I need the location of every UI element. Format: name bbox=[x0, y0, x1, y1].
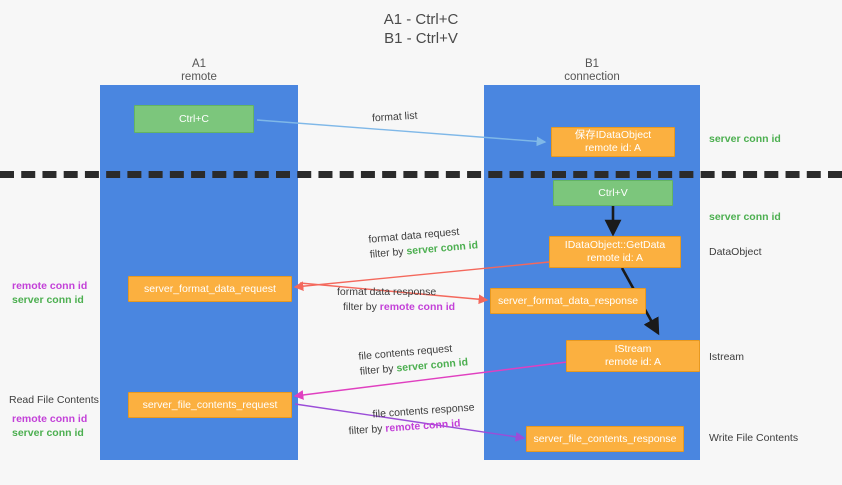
box-istream[interactable]: IStream remote id: A bbox=[566, 340, 700, 372]
filter-by-prefix: filter by bbox=[359, 362, 397, 378]
column-header-a1: A1 remote bbox=[100, 58, 298, 84]
edge-label-file-contents-request: file contents request filter by server c… bbox=[358, 340, 469, 379]
note-right-server-conn-id-top-text: server conn id bbox=[709, 133, 781, 145]
note-right-server-conn-id-mid: server conn id bbox=[709, 210, 781, 224]
note-right-dataobject-text: DataObject bbox=[709, 246, 762, 258]
box-save-idataobject-line1: 保存IDataObject bbox=[574, 129, 652, 141]
title-line-2: B1 - Ctrl+V bbox=[384, 30, 458, 47]
box-server-format-data-request-label: server_format_data_request bbox=[144, 282, 276, 295]
column-header-b1: B1 connection bbox=[484, 58, 700, 84]
remote-conn-id-token: remote conn id bbox=[379, 301, 456, 313]
edge-label-format-list-line1: format list bbox=[371, 109, 418, 125]
box-server-format-data-request[interactable]: server_format_data_request bbox=[128, 276, 292, 302]
diagram-title: A1 - Ctrl+C B1 - Ctrl+V bbox=[0, 10, 842, 48]
note-left-conn-id-pair-middle: remote conn id server conn id bbox=[12, 279, 87, 307]
note-left-read-file-contents: Read File Contents bbox=[9, 393, 99, 407]
box-idataobject-getdata[interactable]: IDataObject::GetData remote id: A bbox=[549, 236, 681, 268]
edge-label-format-data-response-line2: filter by remote conn id bbox=[343, 300, 455, 315]
edge-label-file-contents-response: file contents response filter by remote … bbox=[348, 400, 476, 437]
box-idataobject-getdata-line2: remote id: A bbox=[586, 252, 644, 264]
box-ctrl-c[interactable]: Ctrl+C bbox=[134, 105, 254, 133]
remote-conn-id-token: remote conn id bbox=[384, 417, 461, 435]
box-server-format-data-response-label: server_format_data_response bbox=[497, 294, 639, 307]
note-right-dataobject: DataObject bbox=[709, 245, 762, 259]
column-header-b1-name: B1 bbox=[584, 58, 600, 70]
note-right-write-file-contents-text: Write File Contents bbox=[709, 432, 799, 444]
edge-label-format-list: format list bbox=[372, 109, 418, 127]
note-left-remote-conn-id-mid: remote conn id bbox=[12, 280, 88, 292]
box-server-file-contents-response[interactable]: server_file_contents_response bbox=[526, 426, 684, 452]
edge-label-format-data-response-line1: format data response bbox=[337, 286, 437, 298]
note-right-server-conn-id-top: server conn id bbox=[709, 132, 781, 146]
note-right-server-conn-id-mid-text: server conn id bbox=[709, 211, 781, 223]
box-istream-line2: remote id: A bbox=[604, 356, 662, 368]
box-server-file-contents-response-label: server_file_contents_response bbox=[533, 432, 677, 445]
note-left-server-conn-id-mid: server conn id bbox=[12, 294, 84, 306]
filter-by-prefix: filter by bbox=[348, 422, 386, 438]
column-header-a1-name: A1 bbox=[191, 58, 207, 70]
box-istream-line1: IStream bbox=[614, 343, 652, 355]
edge-label-file-contents-response-line2: filter by remote conn id bbox=[348, 415, 476, 439]
box-ctrl-v[interactable]: Ctrl+V bbox=[553, 180, 673, 206]
filter-by-prefix: filter by bbox=[369, 245, 407, 261]
note-left-server-conn-id-bot: server conn id bbox=[12, 427, 84, 439]
note-left-read-file-contents-text: Read File Contents bbox=[9, 394, 99, 406]
column-header-a1-sub: remote bbox=[181, 71, 217, 83]
box-ctrl-c-label: Ctrl+C bbox=[178, 112, 210, 125]
column-header-b1-sub: connection bbox=[564, 71, 620, 83]
box-save-idataobject[interactable]: 保存IDataObject remote id: A bbox=[551, 127, 675, 157]
box-ctrl-v-label: Ctrl+V bbox=[598, 186, 628, 199]
note-right-write-file-contents: Write File Contents bbox=[709, 431, 798, 445]
filter-by-prefix: filter by bbox=[343, 301, 380, 313]
box-server-file-contents-request-label: server_file_contents_request bbox=[142, 398, 278, 411]
divider-dashed-line bbox=[0, 171, 842, 178]
note-right-istream-text: Istream bbox=[709, 351, 745, 363]
note-right-istream: Istream bbox=[709, 350, 744, 364]
edge-label-format-data-response: format data response filter by remote co… bbox=[337, 285, 455, 315]
box-save-idataobject-line2: remote id: A bbox=[584, 142, 642, 154]
box-server-format-data-response[interactable]: server_format_data_response bbox=[490, 288, 646, 314]
box-server-file-contents-request[interactable]: server_file_contents_request bbox=[128, 392, 292, 418]
edge-label-format-data-request: format data request filter by server con… bbox=[368, 223, 479, 262]
title-line-1: A1 - Ctrl+C bbox=[383, 11, 459, 28]
note-left-remote-conn-id-bot: remote conn id bbox=[12, 413, 88, 425]
box-idataobject-getdata-line1: IDataObject::GetData bbox=[564, 239, 666, 251]
note-left-conn-id-pair-bottom: remote conn id server conn id bbox=[12, 412, 87, 440]
